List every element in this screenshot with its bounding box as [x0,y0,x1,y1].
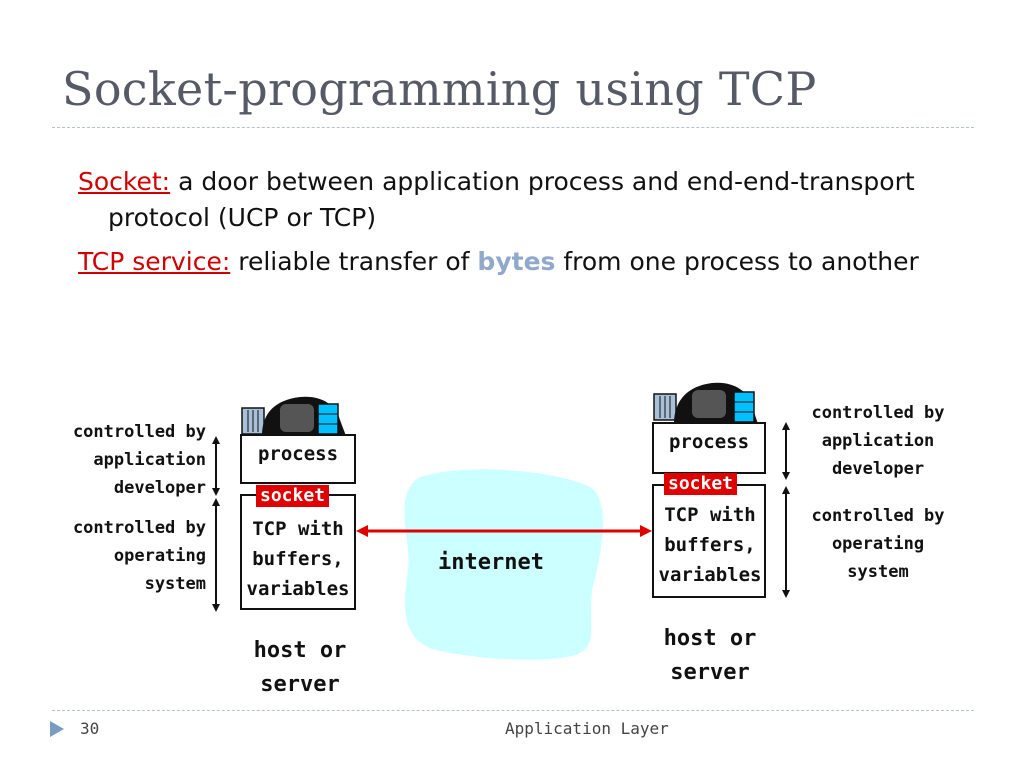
right-os-label: controlled by operating system [790,502,966,586]
socket-definition: a door between application process and e… [108,167,915,232]
label-line: system [847,562,909,582]
left-host-label: host or server [218,634,382,702]
tcp-line: TCP with [664,504,756,526]
host-line: server [670,660,750,685]
footer-divider [52,710,974,711]
tcp-service-text-before: reliable transfer of [238,247,470,276]
bullet-tcp-service: TCP service: reliable transfer of bytes … [78,244,958,280]
play-triangle-icon [50,721,64,737]
host-line: host or [663,626,757,651]
host-line: server [260,672,340,697]
tcp-service-term: TCP service: [78,247,231,276]
label-line: controlled by [72,422,206,442]
bullet-list: Socket: a door between application proce… [78,164,958,288]
label-line: operating [831,534,925,554]
title-divider [52,127,974,128]
left-socket-label: socket [256,485,330,507]
label-line: application [93,450,206,470]
bullet-socket: Socket: a door between application proce… [78,164,958,236]
page-number: 30 [80,719,100,738]
right-process-label: process [668,431,750,453]
label-line: system [144,574,206,594]
footer-section: Application Layer [505,719,669,738]
left-tcp-label: TCP with buffers, variables [228,514,368,604]
slide-title: Socket-programming using TCP [62,62,817,116]
bytes-emphasis: bytes [477,247,556,276]
right-computer-icon [653,382,758,424]
right-tcp-label: TCP with buffers, variables [640,500,780,590]
right-app-developer-label: controlled by application developer [790,399,966,483]
tcp-line: TCP with [252,518,344,540]
left-process-label: process [257,443,339,465]
tcp-line: buffers, [252,548,344,570]
internet-cloud [404,469,603,660]
label-line: operating [113,546,206,566]
internet-label: internet [438,550,544,575]
tcp-line: buffers, [664,534,756,556]
label-line: controlled by [72,518,206,538]
socket-term: Socket: [78,167,171,196]
label-line: controlled by [811,506,945,526]
tcp-line: variables [246,578,350,600]
label-line: developer [831,459,925,479]
right-socket-label: socket [664,473,738,495]
host-line: host or [253,638,347,663]
label-line: controlled by [811,403,945,423]
left-app-developer-label: controlled by application developer [20,418,206,502]
label-line: developer [113,478,206,498]
left-tcp-box [240,494,356,610]
label-line: application [821,431,935,451]
left-process-box [240,434,356,484]
tcp-line: variables [658,564,762,586]
left-os-label: controlled by operating system [20,514,206,598]
right-host-label: host or server [628,622,792,690]
left-computer-icon [241,396,346,436]
tcp-service-text-after: from one process to another [563,247,919,276]
